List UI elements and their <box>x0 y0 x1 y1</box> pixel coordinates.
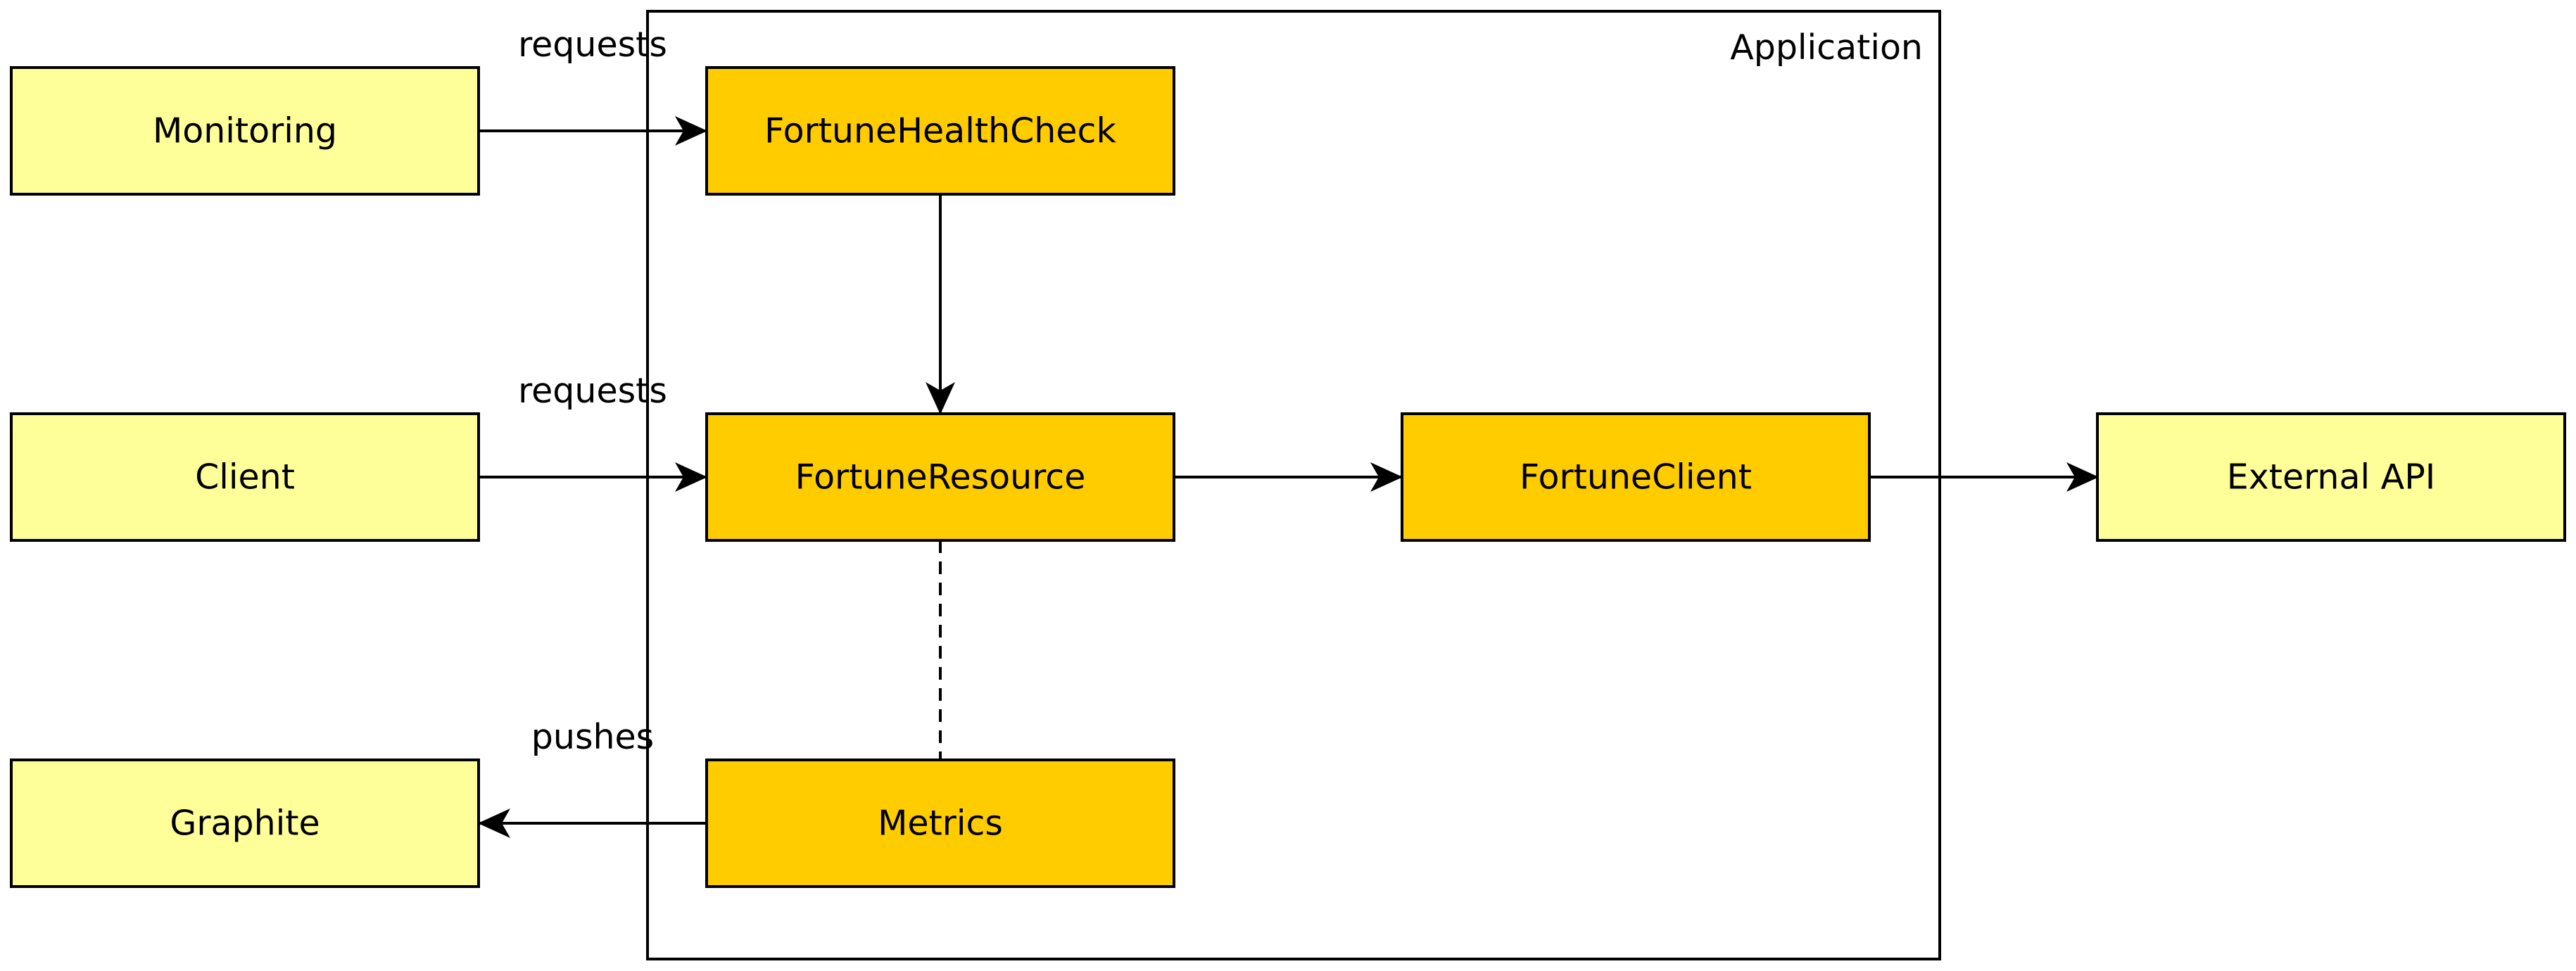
edge-label-metrics-pushes: pushes <box>531 717 654 757</box>
node-fortune-client-box <box>1401 412 1871 542</box>
application-container <box>646 10 1941 960</box>
node-fortune-health-check-label: FortuneHealthCheck <box>764 111 1116 151</box>
node-graphite-box <box>10 759 480 888</box>
node-client: Client <box>10 412 480 542</box>
node-metrics: Metrics <box>705 759 1175 888</box>
node-metrics-box <box>705 759 1175 888</box>
node-client-box <box>10 412 480 542</box>
node-monitoring-box <box>10 66 480 196</box>
node-client-label: Client <box>195 457 295 497</box>
node-fortune-resource-label: FortuneResource <box>795 457 1086 497</box>
node-monitoring-label: Monitoring <box>153 111 337 151</box>
node-fortune-health-check-box <box>705 66 1175 196</box>
node-external-api: External API <box>2096 412 2566 542</box>
edge-label-monitoring-requests: requests <box>518 25 667 65</box>
node-fortune-client-label: FortuneClient <box>1520 457 1752 497</box>
node-external-api-box <box>2096 412 2566 542</box>
node-external-api-label: External API <box>2227 457 2435 497</box>
application-label: Application <box>1730 27 1923 68</box>
node-graphite-label: Graphite <box>170 804 320 844</box>
node-fortune-health-check: FortuneHealthCheck <box>705 66 1175 196</box>
node-fortune-client: FortuneClient <box>1401 412 1871 542</box>
node-metrics-label: Metrics <box>878 804 1003 844</box>
node-fortune-resource: FortuneResource <box>705 412 1175 542</box>
node-fortune-resource-box <box>705 412 1175 542</box>
node-monitoring: Monitoring <box>10 66 480 196</box>
node-graphite: Graphite <box>10 759 480 888</box>
edge-label-client-requests: requests <box>518 371 667 411</box>
